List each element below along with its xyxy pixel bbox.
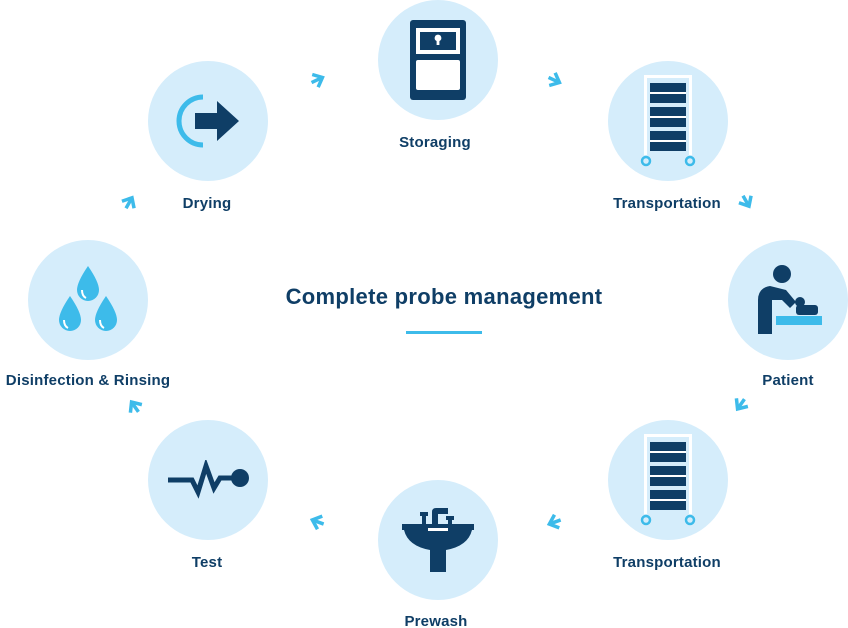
arrow-disinfection-to-drying (118, 192, 140, 214)
step-drying-node (148, 61, 268, 181)
title-underline (406, 331, 482, 334)
chevron-arrow-icon (310, 72, 325, 88)
arrow-patient-to-transportation (730, 393, 752, 415)
storage-cabinet-icon (410, 20, 466, 100)
step-prewash-label: Prewash (404, 613, 468, 628)
cart-icon (640, 434, 696, 526)
step-transportation-2-label: Transportation (613, 554, 721, 571)
step-storaging-node (378, 0, 498, 120)
chevron-arrow-icon (546, 513, 562, 530)
step-transportation-1-node (608, 61, 728, 181)
step-patient-label: Patient (762, 372, 814, 389)
step-storaging-label: Storaging (399, 134, 471, 151)
arrow-prewash-to-test (307, 511, 329, 533)
water-drops-icon (59, 266, 117, 331)
chevron-arrow-icon (309, 514, 325, 531)
diagram-title: Complete probe management (285, 284, 603, 309)
step-test-label: Test (191, 554, 223, 571)
chevron-arrow-icon (128, 399, 143, 413)
step-transportation-1-label: Transportation (613, 195, 721, 212)
chevron-arrow-icon (547, 72, 562, 88)
arrow-drying-to-storaging (306, 69, 328, 91)
step-drying-label: Drying (182, 195, 232, 212)
chevron-arrow-icon (734, 398, 749, 412)
arrow-test-to-disinfection (124, 396, 146, 418)
chevron-arrow-icon (121, 195, 136, 210)
sink-icon (402, 508, 474, 572)
arrow-storaging-to-transportation (543, 69, 565, 91)
step-transportation-2-node (608, 420, 728, 540)
arrow-transportation-to-prewash (544, 511, 566, 533)
exit-arrow-icon (176, 94, 239, 148)
step-prewash-node (378, 480, 498, 600)
step-test-node (148, 420, 268, 540)
chevron-arrow-icon (738, 194, 753, 209)
arrow-transportation-to-patient (735, 190, 757, 212)
step-patient-node (728, 240, 848, 360)
step-disinfection-label: Disinfection & Rinsing (5, 372, 171, 389)
patient-exam-icon (758, 265, 822, 334)
cart-icon (640, 75, 696, 167)
pulse-probe-icon (168, 460, 249, 499)
step-disinfection-node (28, 240, 148, 360)
